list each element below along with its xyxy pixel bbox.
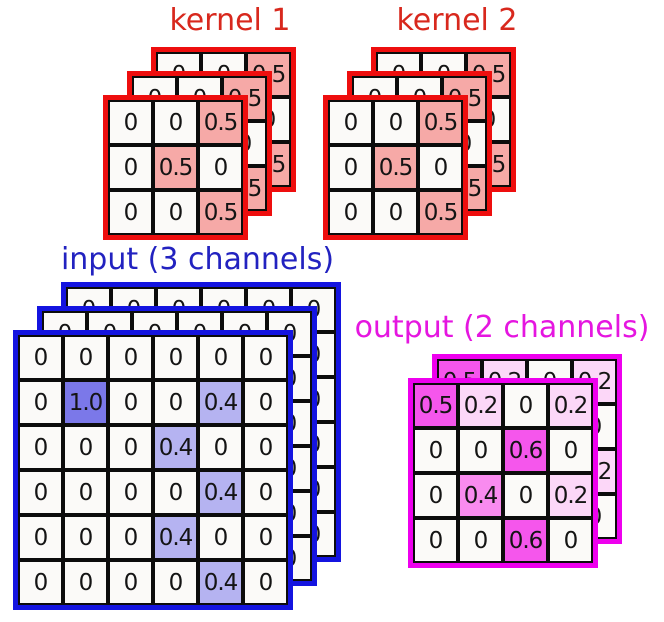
- grid-cell: 0: [550, 520, 591, 561]
- grid-cell: 0: [155, 562, 196, 603]
- grid-cell: 0: [550, 430, 591, 471]
- grid-cell: 0: [110, 472, 151, 513]
- grid-cell: 0.5: [200, 102, 241, 143]
- grid-cell: 0: [155, 472, 196, 513]
- grid-cell: 0: [200, 427, 241, 468]
- grid-cell: 0.4: [200, 562, 241, 603]
- grid-cell: 0: [505, 385, 546, 426]
- grid-cell: 0.4: [155, 427, 196, 468]
- grid-cell: 0: [420, 147, 461, 188]
- grid-cell: 0.5: [200, 192, 241, 233]
- grid-cell: 0: [155, 382, 196, 423]
- grid-cell: 0.6: [505, 430, 546, 471]
- grid-cell: 0.2: [460, 385, 501, 426]
- grid-cell: 0: [375, 192, 416, 233]
- grid-cell: 0.2: [550, 385, 591, 426]
- grid-cell: 0: [200, 517, 241, 558]
- grid-cell: 0.4: [460, 475, 501, 516]
- grid-cell: 0.5: [415, 385, 456, 426]
- grid-cell: 0: [110, 102, 151, 143]
- grid-cell: 0: [415, 520, 456, 561]
- grid-cell: 0: [200, 337, 241, 378]
- grid-cell: 0.4: [155, 517, 196, 558]
- grid-cell: 0.6: [505, 520, 546, 561]
- grid-cell: 0: [20, 427, 61, 468]
- grid-cell: 0: [245, 427, 286, 468]
- grid-cell: 0.2: [550, 475, 591, 516]
- grid-cell: 0: [110, 427, 151, 468]
- grid-cell: 0: [330, 192, 371, 233]
- grid-cell: 0: [245, 517, 286, 558]
- grid-cell: 0: [20, 337, 61, 378]
- grid-cell: 0: [65, 517, 106, 558]
- grid-cell: 0: [415, 430, 456, 471]
- grid-cell: 0: [245, 382, 286, 423]
- grid-cell: 0.5: [375, 147, 416, 188]
- grid-cell: 0: [65, 337, 106, 378]
- grid-cell: 0: [65, 562, 106, 603]
- grid-cell: 0: [65, 472, 106, 513]
- grid-cell: 0: [155, 192, 196, 233]
- grid-cell: 0: [200, 147, 241, 188]
- grid-cell: 0: [110, 517, 151, 558]
- grid-cell: 0: [505, 475, 546, 516]
- grid-cell: 0.4: [200, 472, 241, 513]
- grid-cell: 0: [245, 337, 286, 378]
- grid-cell: 0: [110, 562, 151, 603]
- grid-cell: 0: [155, 337, 196, 378]
- grid-cell: 0: [20, 382, 61, 423]
- grid-cell: 0: [20, 562, 61, 603]
- grid-cell: 0: [110, 382, 151, 423]
- grid-cell: 0: [245, 562, 286, 603]
- grid-cell: 0.5: [155, 147, 196, 188]
- input-title: input (3 channels): [60, 242, 335, 277]
- grid-cell: 0: [375, 102, 416, 143]
- grid-cell: 0: [245, 472, 286, 513]
- grid-cell: 0.5: [420, 192, 461, 233]
- grid-cell: 0: [330, 102, 371, 143]
- kernel1-title: kernel 1: [169, 3, 291, 38]
- grid-cell: 0: [20, 472, 61, 513]
- grid-cell: 0: [65, 427, 106, 468]
- grid-cell: 0: [110, 147, 151, 188]
- grid-cell: 0: [415, 475, 456, 516]
- grid-cell: 0: [110, 192, 151, 233]
- grid-cell: 0: [110, 337, 151, 378]
- grid-cell: 0: [155, 102, 196, 143]
- output-title: output (2 channels): [354, 310, 650, 345]
- grid-cell: 0: [460, 520, 501, 561]
- grid-cell: 0: [20, 517, 61, 558]
- grid-cell: 1.0: [65, 382, 106, 423]
- grid-cell: 0: [330, 147, 371, 188]
- grid-cell: 0.5: [420, 102, 461, 143]
- kernel2-title: kernel 2: [396, 3, 518, 38]
- grid-cell: 0: [460, 430, 501, 471]
- grid-cell: 0.4: [200, 382, 241, 423]
